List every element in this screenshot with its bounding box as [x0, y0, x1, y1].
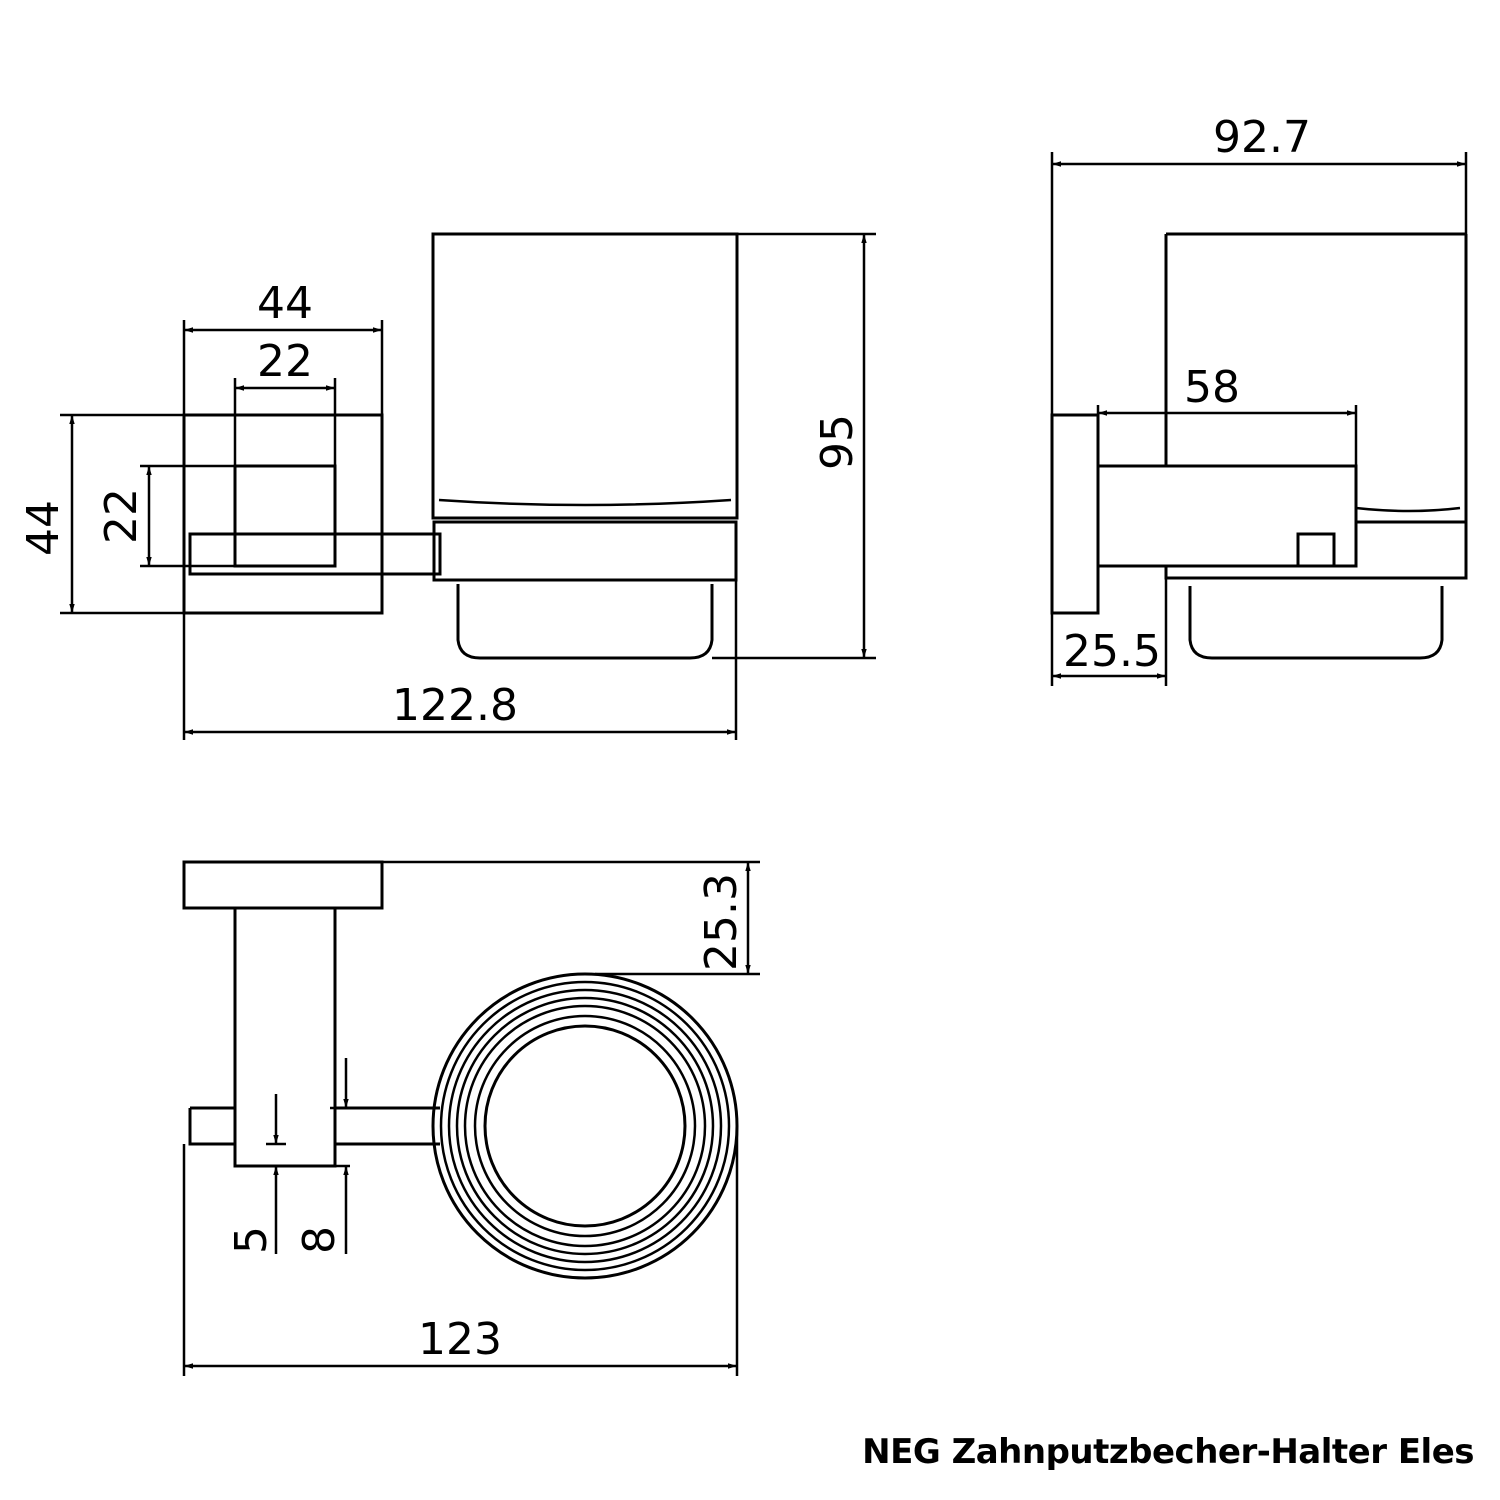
- front-holder-ring: [1164, 520, 1468, 580]
- side-rod: [188, 532, 442, 576]
- top-rod: [188, 1106, 440, 1146]
- side-glass-cup: [431, 232, 739, 520]
- front-cup-bottom: [1188, 586, 1444, 660]
- label-25-5: 25.5: [1063, 626, 1161, 677]
- top-arm: [233, 906, 337, 1168]
- label-44-vertical: 44: [18, 500, 69, 556]
- product-caption: NEG Zahnputzbecher-Halter Eles: [862, 1432, 1474, 1472]
- label-58: 58: [1184, 362, 1240, 413]
- front-screw-block: [1296, 532, 1336, 568]
- side-cup-rim: [438, 498, 732, 507]
- label-22-horizontal: 22: [257, 336, 313, 387]
- side-wall-plate: [182, 413, 384, 615]
- label-123: 123: [418, 1314, 502, 1365]
- side-cup-bottom: [456, 584, 714, 660]
- label-22-vertical: 22: [96, 488, 147, 544]
- front-cup-rim: [1355, 506, 1461, 513]
- side-arm-block: [233, 464, 337, 568]
- label-122-8: 122.8: [392, 680, 518, 731]
- label-92-7: 92.7: [1213, 112, 1311, 163]
- front-wall-plate: [1050, 413, 1100, 615]
- top-cup-rings: [431, 972, 739, 1280]
- side-view: 44 22 44 22 95 122.8: [18, 232, 876, 740]
- label-8: 8: [294, 1226, 345, 1254]
- front-arm: [1096, 464, 1358, 568]
- top-wall-plate: [182, 860, 384, 910]
- label-95: 95: [812, 414, 863, 470]
- label-5: 5: [226, 1226, 277, 1254]
- front-view: 92.7 58 25.5: [1050, 112, 1468, 686]
- label-44-horizontal: 44: [257, 278, 313, 329]
- side-holder-ring: [432, 520, 738, 582]
- front-glass-cup: [1164, 232, 1468, 522]
- top-view: 25.3 5 8 123: [182, 860, 760, 1376]
- label-25-3: 25.3: [696, 873, 747, 971]
